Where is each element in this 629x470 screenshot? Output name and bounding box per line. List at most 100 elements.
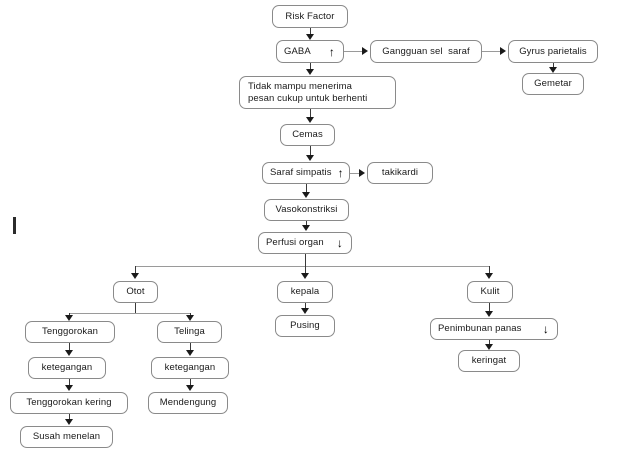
edge-arrowhead (485, 273, 493, 279)
node-label: Tidak mampu menerima pesan cukup untuk b… (248, 80, 368, 104)
node-ketegangan-kanan[interactable]: ketegangan (151, 357, 229, 379)
node-label: Tenggorokan (41, 326, 99, 338)
node-label: Telinga (174, 326, 205, 338)
stray-tick-mark (13, 217, 16, 234)
node-label: Tenggorokan kering (26, 397, 112, 409)
node-label: Saraf simpatis (270, 167, 332, 179)
edge-kepala-pusing (305, 303, 306, 309)
edge-otot-bus-stem (135, 303, 136, 313)
edge-gaba-tidakmampu (310, 63, 311, 70)
node-penimbunan-panas[interactable]: Penimbunan panas ↓ (430, 318, 558, 340)
node-gyrus-parietalis[interactable]: Gyrus parietalis (508, 40, 598, 63)
edge-bus-to-kulit (489, 266, 490, 274)
node-label: kepala (290, 286, 320, 298)
edge-tenggorokankering-susahmenelan (69, 414, 70, 420)
edge-arrowhead (500, 47, 506, 55)
node-takikardi[interactable]: takikardi (367, 162, 433, 184)
edge-bus-to-kepala (305, 266, 306, 274)
node-label: Mendengung (159, 397, 217, 409)
node-label: Gyrus parietalis (519, 45, 587, 57)
edge-arrowhead (485, 311, 493, 317)
edge-penimbunan-keringat (489, 340, 490, 345)
node-keringat[interactable]: keringat (458, 350, 520, 372)
node-label: Gemetar (534, 78, 572, 90)
edge-saraf-vasokonstriksi (306, 184, 307, 193)
node-pusing[interactable]: Pusing (275, 315, 335, 337)
arrow-up-glyph: ↑ (328, 44, 335, 59)
node-ketegangan-kiri[interactable]: ketegangan (28, 357, 106, 379)
node-kulit[interactable]: Kulit (467, 281, 513, 303)
node-mendengung[interactable]: Mendengung (148, 392, 228, 414)
edge-arrowhead (359, 169, 365, 177)
edge-ketegangan-tenggorokankering (69, 379, 70, 386)
edge-arrowhead (302, 192, 310, 198)
node-gemetar[interactable]: Gemetar (522, 73, 584, 95)
node-vasokonstriksi[interactable]: Vasokonstriksi (264, 199, 349, 221)
node-label: GABA (284, 45, 311, 57)
edge-perfusi-bus-stem (305, 254, 306, 266)
edge-gyrus-gemetar (553, 63, 554, 68)
edge-arrowhead (65, 385, 73, 391)
node-label: Risk Factor (285, 10, 335, 22)
node-kepala[interactable]: kepala (277, 281, 333, 303)
edge-arrowhead (302, 225, 310, 231)
edge-perfusi-bus (135, 266, 489, 267)
edge-kulit-penimbunan (489, 303, 490, 312)
edge-arrowhead (301, 273, 309, 279)
edge-arrowhead (306, 34, 314, 40)
node-label: Otot (126, 286, 145, 298)
edge-arrowhead (65, 419, 73, 425)
edge-arrowhead (131, 273, 139, 279)
edge-bus-to-tenggorokan (69, 313, 70, 316)
node-tenggorokan[interactable]: Tenggorokan (25, 321, 115, 343)
edge-vasokonstriksi-perfusi (306, 221, 307, 226)
edge-arrowhead (65, 350, 73, 356)
edge-risk-factor-gaba (310, 28, 311, 36)
arrow-up-glyph: ↑ (337, 166, 344, 180)
edge-arrowhead (186, 315, 194, 321)
node-gangguan-sel-saraf[interactable]: Gangguan sel saraf (370, 40, 482, 63)
edge-telinga-ketegangan (190, 343, 191, 351)
edge-arrowhead (301, 308, 309, 314)
node-label: takikardi (381, 167, 419, 179)
node-risk-factor[interactable]: Risk Factor (272, 5, 348, 28)
edge-tidakmampu-cemas (310, 109, 311, 118)
node-label: ketegangan (164, 362, 216, 374)
arrow-down-glyph: ↓ (336, 236, 343, 250)
node-tidak-mampu-menerima[interactable]: Tidak mampu menerima pesan cukup untuk b… (239, 76, 396, 109)
edge-arrowhead (65, 315, 73, 321)
edge-ketegangan-mendengung (190, 379, 191, 386)
node-label: keringat (471, 355, 507, 367)
node-cemas[interactable]: Cemas (280, 124, 335, 146)
node-label: Vasokonstriksi (275, 204, 338, 216)
edge-arrowhead (186, 350, 194, 356)
node-label: Perfusi organ (266, 237, 324, 249)
node-otot[interactable]: Otot (113, 281, 158, 303)
arrow-down-glyph: ↓ (542, 322, 549, 336)
node-label: Penimbunan panas (438, 323, 522, 335)
node-saraf-simpatis[interactable]: Saraf simpatis ↑ (262, 162, 350, 184)
edge-otot-bus (69, 313, 190, 314)
node-label: ketegangan (41, 362, 93, 374)
edge-bus-to-telinga (190, 313, 191, 316)
edge-arrowhead (485, 344, 493, 350)
node-telinga[interactable]: Telinga (157, 321, 222, 343)
node-tenggorokan-kering[interactable]: Tenggorokan kering (10, 392, 128, 414)
edge-gaba-gangguan (344, 51, 362, 52)
node-perfusi-organ[interactable]: Perfusi organ ↓ (258, 232, 352, 254)
edge-arrowhead (362, 47, 368, 55)
edge-arrowhead (549, 67, 557, 73)
edge-cemas-saraf (310, 146, 311, 156)
node-label: Gangguan sel saraf (382, 45, 470, 57)
edge-arrowhead (306, 155, 314, 161)
node-label: Pusing (290, 320, 320, 332)
node-label: Kulit (480, 286, 500, 298)
node-label: Cemas (292, 129, 323, 141)
edge-arrowhead (186, 385, 194, 391)
edge-bus-to-otot (135, 266, 136, 274)
edge-arrowhead (306, 117, 314, 123)
node-gaba[interactable]: GABA ↑ (276, 40, 344, 63)
edge-tenggorokan-ketegangan (69, 343, 70, 351)
node-susah-menelan[interactable]: Susah menelan (20, 426, 113, 448)
